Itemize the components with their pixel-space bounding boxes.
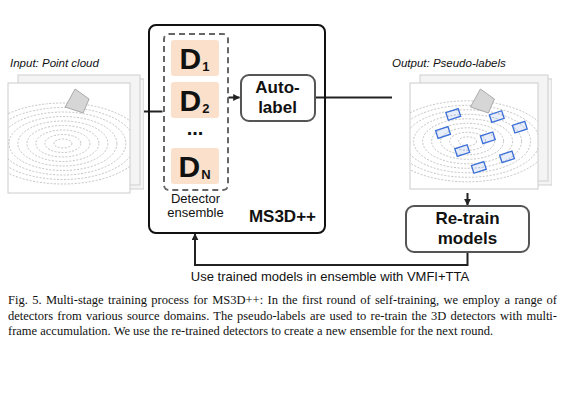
pseudo-label-box [446, 109, 461, 121]
illustration-heading: Output: Pseudo-labels [392, 57, 552, 69]
detector-subscript: 2 [202, 102, 209, 116]
detector-box: DN [171, 148, 219, 184]
scan-object [65, 89, 89, 113]
scan-ring [36, 130, 90, 157]
group-heading: Detector ensemble [155, 192, 237, 222]
scan-ring [8, 103, 130, 184]
scan-ring [8, 112, 126, 175]
detector-box: D1 [171, 40, 219, 76]
scan-frame [8, 83, 130, 193]
input-illustration: Input: Point cloud [4, 57, 144, 197]
output-illustration: Output: Pseudo-labels [392, 57, 552, 193]
pseudo-label-box [500, 151, 515, 163]
scan-ring [27, 126, 99, 162]
scan-ring [410, 101, 538, 182]
pseudo-label-scan [392, 73, 552, 193]
scan-ring [9, 117, 117, 171]
scan-ring [45, 135, 81, 153]
ensemble-group: Detector ensembleD1D2DN [163, 33, 229, 191]
flow-connector [144, 111, 163, 113]
pseudo-label-box [455, 145, 470, 157]
scan-ring [18, 121, 108, 166]
detector-subscript: N [201, 168, 210, 182]
figure-caption: Fig. 5. Multi-stage training process for… [8, 293, 557, 340]
process-label: Auto-label [246, 78, 310, 117]
scan-object [470, 89, 494, 113]
point-cloud-scan [4, 73, 144, 197]
detector-subscript: 1 [202, 60, 209, 74]
scan-ring [410, 105, 538, 177]
process-box: Re-train models [405, 205, 530, 253]
pseudo-label-box [512, 121, 527, 133]
scan-ring [54, 139, 72, 148]
detector-box: D2 [171, 82, 219, 118]
detector-letter: D [180, 44, 202, 74]
flow-connector [316, 97, 393, 99]
scan-ring [410, 110, 531, 173]
flow-connector [467, 193, 469, 205]
system-box: MS3D++Detector ensembleD1D2DNAuto-label [148, 24, 326, 234]
pseudo-label-box [489, 111, 504, 123]
connector-label: Use trained models in ensemble with VMFI… [150, 269, 510, 284]
detector-letter: D [178, 152, 200, 182]
process-box: Auto-label [240, 74, 316, 122]
detector-letter: D [180, 86, 202, 116]
scan-ring [432, 123, 504, 159]
scan-ring [423, 119, 513, 164]
system-title: MS3D++ [249, 207, 316, 227]
scan-ring [414, 114, 522, 168]
process-label: Re-train models [411, 209, 524, 248]
illustration-heading: Input: Point cloud [4, 57, 144, 69]
pseudo-label-box [436, 127, 451, 139]
flow-connector [229, 97, 240, 99]
pseudo-label-box [471, 162, 486, 174]
scan-ring [8, 108, 130, 180]
ellipsis-label: ... [171, 118, 219, 138]
pseudo-label-box [480, 132, 495, 144]
